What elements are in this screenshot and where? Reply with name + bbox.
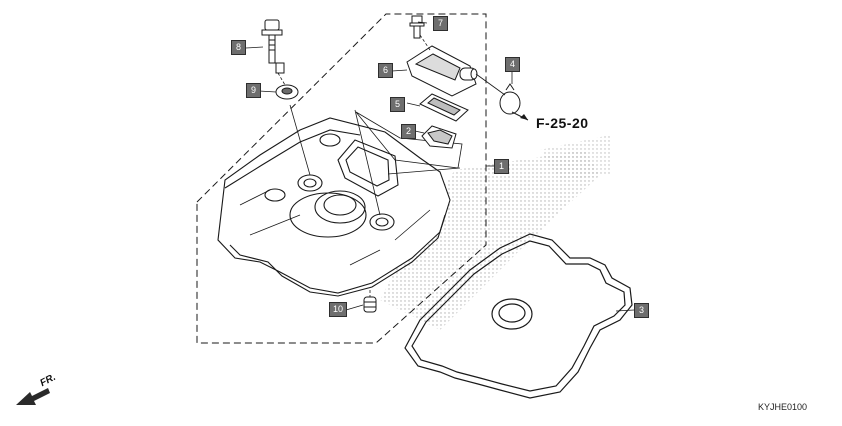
breather-plate	[421, 125, 457, 149]
dowel-pin	[363, 296, 377, 313]
rubber-seal-washer	[275, 84, 299, 100]
front-arrow-icon	[16, 388, 50, 405]
callout-10: 10	[329, 302, 347, 317]
breather-leader-box	[355, 111, 463, 169]
callout-7: 7	[433, 16, 448, 31]
callout-3: 3	[634, 303, 649, 318]
breather-cover	[406, 45, 478, 97]
callout-1: 1	[494, 159, 509, 174]
reference-label: F-25-20	[536, 115, 589, 131]
flange-bolt	[409, 15, 425, 39]
shadow-stipple-2	[540, 135, 610, 180]
special-bolt	[261, 19, 285, 74]
shadow-stipple	[380, 150, 600, 330]
callout-9: 9	[246, 83, 261, 98]
callout-6: 6	[378, 63, 393, 78]
reference-arrow-icon	[520, 114, 528, 120]
breather-tube-line	[475, 73, 506, 96]
cylinder-head-cover	[217, 117, 451, 297]
callout-4: 4	[505, 57, 520, 72]
callout-8: 8	[231, 40, 246, 55]
callout-5: 5	[390, 97, 405, 112]
tube-clip	[499, 83, 521, 115]
callout-leaders	[245, 21, 635, 312]
assembly-dashed-outline	[196, 13, 487, 344]
head-cover-gasket	[404, 233, 633, 399]
drawing-code: KYJHE0100	[758, 402, 808, 412]
breather-gasket	[419, 93, 469, 122]
callout-2: 2	[401, 124, 416, 139]
